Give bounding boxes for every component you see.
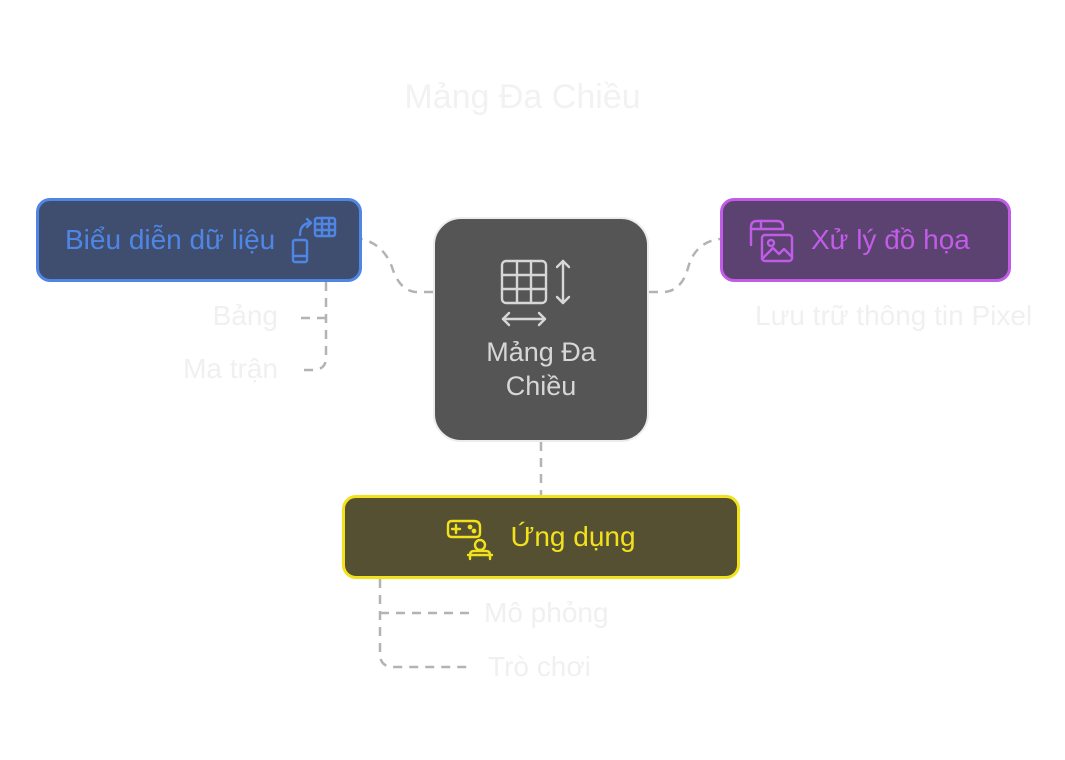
center-label: Mảng Đa Chiều — [486, 336, 596, 401]
branch-graphics-label: Xử lý đồ họa — [811, 224, 970, 255]
connector-data-leaves — [298, 282, 328, 372]
leaf-apps-2: Trò chơi — [488, 651, 591, 682]
branch-apps-label: Ứng dụng — [510, 521, 636, 552]
leaf-graphics-1: Lưu trữ thông tin Pixel — [755, 300, 1033, 331]
center-node[interactable]: Mảng Đa Chiều — [433, 217, 649, 442]
branch-data-node[interactable]: Biểu diễn dữ liệu — [36, 198, 362, 282]
leaf-data-1: Bảng — [212, 300, 278, 331]
gamer-icon — [447, 519, 494, 561]
connector-apps-leaves — [378, 579, 472, 669]
leaf-apps-1: Mô phỏng — [484, 597, 609, 628]
branch-data-label: Biểu diễn dữ liệu — [65, 224, 276, 255]
leaf-data-2: Ma trận — [183, 353, 278, 384]
branch-apps-node[interactable]: Ứng dụng — [342, 495, 740, 579]
connector-center-graphics — [649, 237, 721, 294]
image-gallery-icon — [749, 219, 794, 263]
grid-resize-icon — [500, 259, 571, 326]
branch-graphics-node[interactable]: Xử lý đồ họa — [720, 198, 1011, 282]
diagram-title: Mảng Đa Chiều — [404, 78, 641, 116]
data-transfer-icon — [292, 216, 337, 264]
connector-center-data — [361, 237, 433, 294]
